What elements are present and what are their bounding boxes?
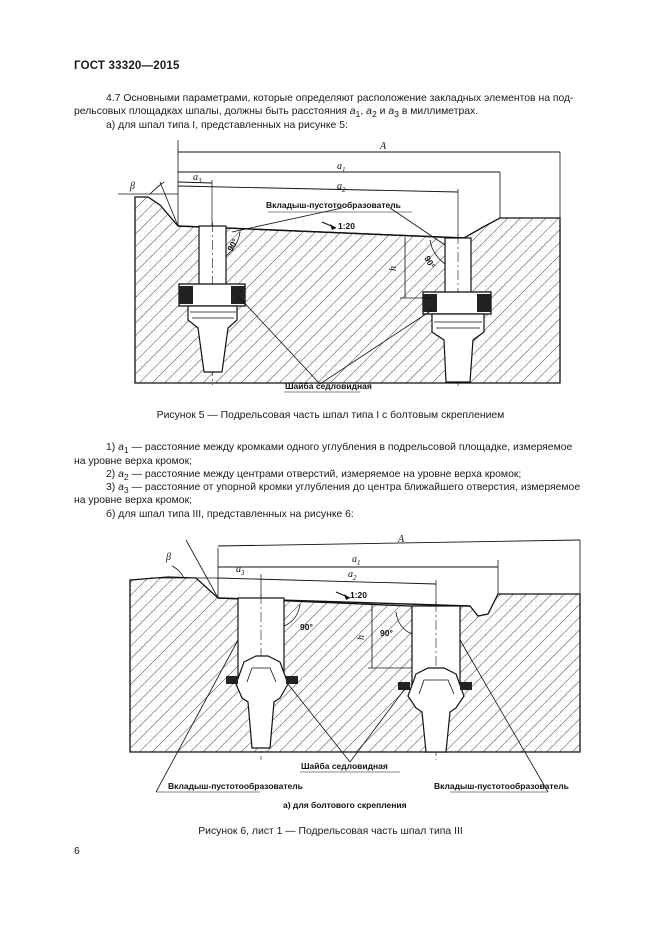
fig6-label-insert-left: Вкладыш-пустотообразователь (168, 781, 303, 791)
definition-1-cont: на уровне верха кромок; (74, 456, 193, 467)
item-b: б) для шпал типа III, представленных на … (106, 509, 354, 520)
fig6-label-slope: 1:20 (350, 590, 367, 600)
figure-6-caption: Рисунок 6, лист 1 — Подрельсовая часть ш… (198, 826, 463, 837)
paragraph-4-7-line1: 4.7 Основными параметрами, которые опред… (106, 93, 574, 104)
def3-var: a (118, 482, 124, 493)
definition-3: 3) a3 — расстояние от упорной кромки угл… (74, 481, 594, 497)
fig6-label-a2: a2 (348, 569, 357, 582)
figure-5-drawing: A a1 a2 a3 β h 1:20 Вкладыш-пустотообраз… (118, 140, 561, 393)
item-a: а) для шпал типа I, представленных на ри… (106, 120, 348, 131)
def2-num: 2) (106, 469, 119, 480)
def1-text: — расстояние между кромками одного углуб… (128, 442, 573, 453)
def1-sub: 1 (123, 445, 129, 456)
var-a3-sub: 3 (394, 109, 399, 120)
fig6-label-A: A (397, 534, 405, 545)
var-a1: a (349, 106, 356, 117)
page-number: 6 (74, 846, 80, 857)
def1-var: a (118, 442, 124, 453)
fig5-label-slope: 1:20 (338, 221, 355, 231)
paragraph-4-7-tail: в миллиметрах. (401, 106, 479, 117)
fig5-label-a2: a2 (337, 181, 346, 194)
fig6-label-a3: a3 (236, 564, 245, 577)
fig5-label-a3: a3 (193, 172, 202, 185)
def2-sub: 2 (123, 472, 129, 483)
fig6-label-beta: β (165, 552, 171, 563)
def3-num: 3) (106, 482, 119, 493)
def2-var: a (118, 469, 124, 480)
var-a1-sub: 1 (355, 109, 361, 120)
def2-text: — расстояние между центрами отверстий, и… (128, 469, 522, 480)
fig6-label-h: h (356, 635, 367, 640)
fig6-label-angle2: 90° (380, 628, 393, 638)
fig6-label-washer: Шайба седловидная (301, 761, 388, 771)
definition-1: 1) a1 — расстояние между кромками одного… (74, 441, 594, 457)
definition-3-cont: на уровне верха кромок; (74, 495, 193, 506)
var-a2-sub: 2 (371, 109, 377, 120)
fig5-label-washer: Шайба седловидная (285, 381, 372, 391)
def1-num: 1) (106, 442, 119, 453)
word-and: и (379, 106, 386, 117)
paragraph-4-7-text: рельсовых площадках шпалы, должны быть р… (74, 106, 347, 117)
fig5-label-h: h (388, 266, 399, 271)
fig6-label-a1: a1 (352, 554, 361, 567)
def3-text: — расстояние от упорной кромки углублени… (128, 482, 581, 493)
fig6-label-angle1: 90° (300, 622, 313, 632)
fig6-sublabel: а) для болтового скрепления (283, 800, 407, 810)
fig6-label-insert-right: Вкладыш-пустотообразователь (434, 781, 569, 791)
figure-5-caption: Рисунок 5 — Подрельсовая часть шпал типа… (156, 410, 505, 421)
document-header: ГОСТ 33320—2015 (74, 60, 180, 72)
fig5-label-beta: β (129, 181, 135, 192)
def3-sub: 3 (123, 485, 129, 496)
var-a3: a (388, 106, 395, 117)
var-a2: a (366, 106, 372, 117)
fig5-label-insert: Вкладыш-пустотообразователь (266, 200, 401, 210)
fig5-label-a1: a1 (337, 161, 346, 174)
fig5-label-A: A (379, 141, 387, 152)
figure-6-drawing: A a1 a2 a3 β h 1:20 Шайба седловидная Вк… (129, 534, 581, 810)
paragraph-4-7-line2: рельсовых площадках шпалы, должны быть р… (74, 106, 479, 120)
definition-2: 2) a2 — расстояние между центрами отверс… (74, 468, 594, 484)
